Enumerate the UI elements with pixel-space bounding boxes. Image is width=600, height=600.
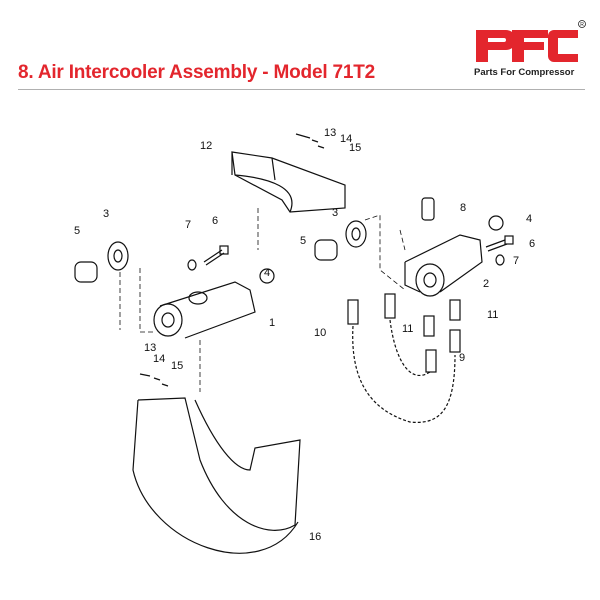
plug-4-left <box>259 268 275 284</box>
washer-7-left <box>187 259 197 271</box>
logo-tagline: Parts For Compressor <box>474 67 575 78</box>
callout-2: 2 <box>483 278 489 290</box>
bolt-6-right <box>485 239 508 252</box>
callout-6-left: 6 <box>212 215 218 227</box>
callout-16: 16 <box>309 531 321 543</box>
fitting-9 <box>449 329 461 353</box>
callout-15: 15 <box>349 142 361 154</box>
gasket-3-left <box>107 241 129 271</box>
washer-7-right <box>495 254 505 266</box>
callout-10: 10 <box>314 327 326 339</box>
fitting-11-right <box>449 299 461 321</box>
callout-14-lower: 14 <box>153 353 165 365</box>
callout-13-lower: 13 <box>144 342 156 354</box>
callout-5-right: 5 <box>300 235 306 247</box>
callout-3-right: 3 <box>332 207 338 219</box>
callout-8: 8 <box>460 202 466 214</box>
fitting-5-left <box>74 261 98 283</box>
callout-13: 13 <box>324 127 336 139</box>
gasket-3-right <box>345 220 367 248</box>
callout-4-right: 4 <box>526 213 532 225</box>
fitting-5-right <box>314 239 338 261</box>
right-header <box>404 234 483 297</box>
lower-guard <box>132 397 301 554</box>
callout-15-lower: 15 <box>171 360 183 372</box>
callout-5-left: 5 <box>74 225 80 237</box>
fitting-10b <box>384 293 396 319</box>
callout-12: 12 <box>200 140 212 152</box>
left-header <box>153 281 256 339</box>
callout-6-right: 6 <box>529 238 535 250</box>
callout-14: 14 <box>340 133 352 145</box>
plug-4-right <box>488 215 504 231</box>
fitting-11-left <box>423 315 435 337</box>
callout-4-left: 4 <box>264 267 270 279</box>
tube <box>352 325 456 423</box>
callout-7-left: 7 <box>185 219 191 231</box>
svg-text:R: R <box>580 22 584 28</box>
fitting-10 <box>347 299 359 325</box>
callout-9: 9 <box>459 352 465 364</box>
callout-7-right: 7 <box>513 255 519 267</box>
valve-8 <box>421 197 435 221</box>
page-title: 8. Air Intercooler Assembly - Model 71T2 <box>18 62 375 83</box>
upper-guard <box>231 151 346 213</box>
callout-11-right: 11 <box>487 309 498 321</box>
callout-3-left: 3 <box>103 208 109 220</box>
callout-11-left: 11 <box>402 323 413 335</box>
pfc-logo: R <box>476 20 586 62</box>
divider <box>18 89 585 90</box>
callout-1: 1 <box>269 317 275 329</box>
bolt-6-left <box>203 249 225 266</box>
